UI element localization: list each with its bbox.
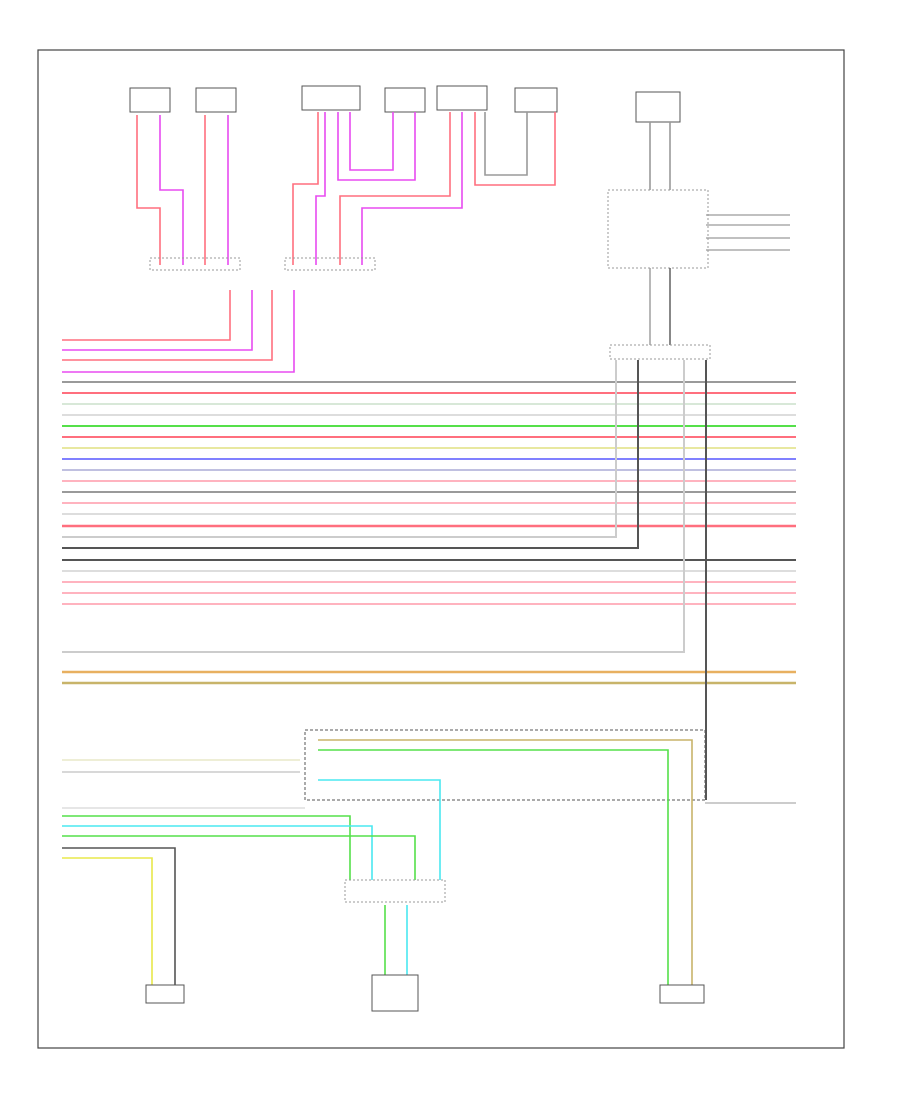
front-sensor-a: [145, 984, 185, 1004]
sensor-lr-3: [384, 87, 426, 113]
sensor-lr-1: [129, 87, 171, 113]
diagram-frame: [37, 49, 845, 1049]
top-wires: [136, 112, 671, 265]
sensor-lr-2: [301, 85, 361, 111]
sensor-rr-1: [195, 87, 237, 113]
harness-drops: [62, 290, 295, 373]
lower-module: [62, 729, 796, 804]
junction-upper-left: [149, 257, 376, 271]
main-bus: [62, 360, 796, 800]
front-sensor-assy: [635, 91, 681, 123]
lower-junction: [344, 879, 446, 903]
sensor-rr-3: [514, 87, 558, 113]
lat-sensor-b: [371, 974, 419, 1012]
lower-left-wires: [62, 739, 693, 985]
steering-sensor: [659, 984, 705, 1004]
sensor-rr-2: [436, 85, 488, 111]
front-junction-box: [607, 189, 790, 360]
